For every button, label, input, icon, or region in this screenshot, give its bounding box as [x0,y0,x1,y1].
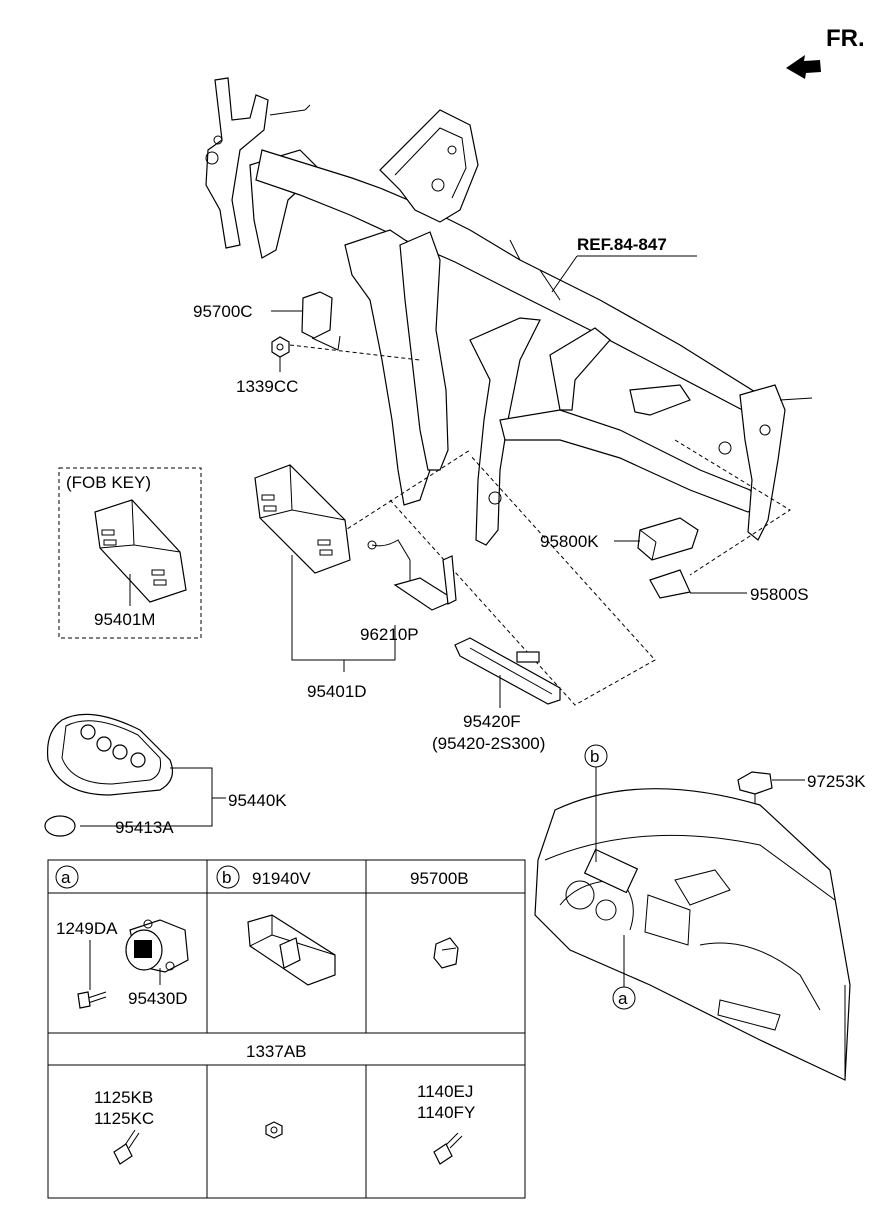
smart-key-unit-95401d [254,464,351,574]
label-95440k: 95440K [228,791,287,810]
table-marker-a-label: a [61,868,71,887]
module-95700c [301,291,341,351]
connector-91940v [247,914,336,986]
nut-1337ab [265,1121,283,1139]
fr-label: FR. [826,25,865,52]
fob-key-95440k [46,713,173,796]
label-1337ab: 1337AB [246,1042,307,1061]
label-95430d: 95430D [128,989,188,1008]
table-marker-b [216,865,240,889]
callout-a-label: a [618,989,628,1008]
forward-arrow-icon [786,55,821,79]
label-97253k: 97253K [807,772,866,791]
callout-b-label: b [590,747,599,766]
label-1249da: 1249DA [56,919,118,938]
label-1140ej: 1140EJ [417,1082,473,1101]
label-95700b: 95700B [410,869,469,888]
parts-table [47,859,526,1199]
label-95401d: 95401D [307,682,367,701]
bolt-1125kb [113,1129,140,1165]
antenna-95420f [454,637,561,705]
antenna-96210p [367,539,457,611]
smart-key-module-95401m [94,499,187,603]
label-95413a: 95413A [115,818,174,837]
label-1125kc: 1125KC [94,1109,154,1128]
fob-key-box [58,467,202,639]
cowl-cross-bar-assembly [205,77,813,546]
label-95420-alt: (95420-2S300) [432,734,545,753]
clip-95700b [433,937,459,969]
battery-95413a [44,815,76,837]
bracket-95800s [649,569,691,599]
label-1339cc: 1339CC [236,377,298,396]
start-switch-95430d [125,919,189,973]
module-95800k [637,517,699,561]
nut-1339cc [271,336,290,358]
table-marker-a [55,865,79,889]
bolt-1140ej [433,1132,463,1165]
table-marker-b-label: b [222,868,231,887]
sensor-97253k [737,771,773,795]
dashboard-view [534,788,851,1081]
label-95700c: 95700C [193,302,253,321]
label-1140fy: 1140FY [417,1103,475,1122]
label-95401m: 95401M [94,610,155,629]
ref-label: REF.84-847 [577,235,667,254]
label-91940v: 91940V [252,869,311,888]
label-95800k: 95800K [540,532,599,551]
label-95800s: 95800S [750,585,809,604]
label-95420f: 95420F [463,712,521,731]
fob-key-title: (FOB KEY) [66,473,151,492]
label-96210p: 96210P [360,625,419,644]
bolt-1249da [77,991,107,1009]
label-1125kb: 1125KB [94,1088,153,1107]
